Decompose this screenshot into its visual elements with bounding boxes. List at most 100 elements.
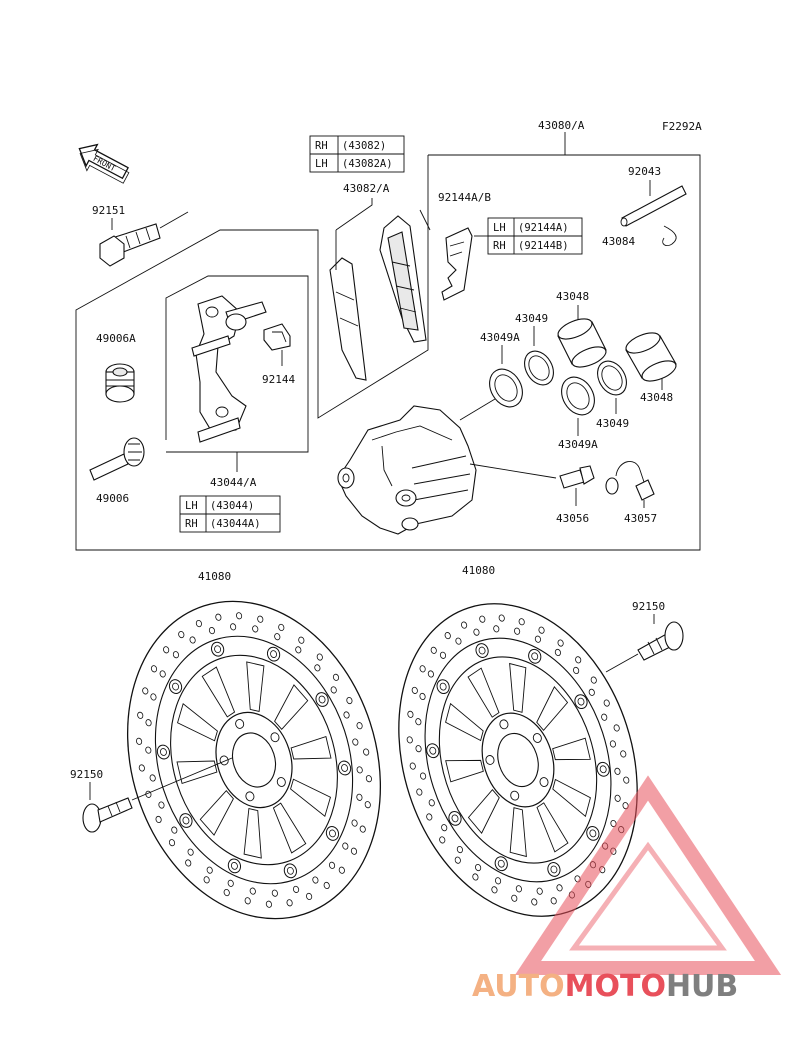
disc-drill-hole xyxy=(244,897,251,905)
disc-drill-hole xyxy=(411,686,418,694)
disc-drill-hole xyxy=(419,665,426,673)
disc-drill-hole xyxy=(603,699,610,707)
watermark-auto: AUTO xyxy=(472,969,565,1004)
disc-drill-hole xyxy=(298,636,305,644)
disc-drill-hole xyxy=(257,615,264,623)
pad-side-table: RH (43082) LH (43082A) xyxy=(309,135,405,173)
pad-table-side-2: LH xyxy=(315,158,328,170)
disc-drill-hole xyxy=(172,651,180,659)
label-49006: 49006 xyxy=(96,492,129,505)
guide-pin xyxy=(89,437,145,481)
disc-drill-hole xyxy=(575,656,582,664)
disc-bolt-hole xyxy=(270,732,280,743)
pad-table-side-1: RH xyxy=(315,140,328,152)
disc-drill-hole xyxy=(554,648,561,657)
disc-rotor-inner-edge xyxy=(424,637,612,883)
disc-bolt-hole xyxy=(510,790,520,801)
disc-drill-hole xyxy=(312,876,319,884)
disc-bolt-hole xyxy=(219,755,229,766)
label-43049-right: 43049 xyxy=(596,417,629,430)
disc-drill-hole xyxy=(316,653,323,661)
label-92144ab: 92144A/B xyxy=(438,191,491,204)
disc-drill-hole xyxy=(138,764,145,772)
disc-drill-hole xyxy=(550,897,557,905)
disc-drill-hole xyxy=(171,826,178,834)
disc-drill-hole xyxy=(409,762,416,770)
disc-drill-hole xyxy=(498,614,505,622)
disc-drill-hole xyxy=(493,625,500,633)
label-43044: 43044/A xyxy=(210,476,257,489)
disc-drill-hole xyxy=(149,774,156,782)
disc-drill-hole xyxy=(473,628,480,636)
disc-drill-hole xyxy=(332,673,340,681)
disc-drill-hole xyxy=(461,621,468,629)
label-43048-right: 43048 xyxy=(640,391,673,404)
disc-drill-hole xyxy=(365,775,372,783)
disc-drill-hole xyxy=(455,637,462,645)
label-43082: 43082/A xyxy=(343,182,390,195)
disc-drill-hole xyxy=(415,718,422,726)
disc-drill-hole xyxy=(150,665,158,673)
disc-drill-hole xyxy=(444,632,451,640)
brake-disc-left xyxy=(126,600,382,920)
disc-bolt-hole xyxy=(276,777,286,787)
disc-drill-hole xyxy=(274,633,281,641)
label-43084: 43084 xyxy=(602,235,635,248)
disc-drill-hole xyxy=(439,836,446,844)
disc-drill-hole xyxy=(419,692,426,701)
disc-drill-hole xyxy=(343,711,350,719)
disc-drill-hole xyxy=(428,799,435,807)
disc-drill-hole xyxy=(416,788,423,796)
pin-clip xyxy=(662,225,677,247)
spring-table-part-1: (92144A) xyxy=(518,222,569,234)
dust-seal-right xyxy=(561,376,595,416)
watermark-text: AUTOMOTOHUB xyxy=(472,969,738,1004)
disc-drill-hole xyxy=(306,892,313,900)
disc-drill-hole xyxy=(590,676,597,684)
disc-drill-hole xyxy=(271,889,278,897)
disc-drill-hole xyxy=(356,766,363,774)
disc-drill-hole xyxy=(137,711,144,719)
holder-table-part-2: (43044A) xyxy=(210,518,261,530)
disc-drill-hole xyxy=(252,625,259,633)
watermark-logo: AUTOMOTOHUB xyxy=(472,775,782,1004)
disc-drill-hole xyxy=(236,612,243,620)
piston-seal-right xyxy=(597,360,627,396)
disc-drill-hole xyxy=(203,876,210,884)
disc-drill-hole xyxy=(342,842,349,850)
disc-drill-hole xyxy=(136,737,143,745)
holder-table-side-2: RH xyxy=(185,518,198,530)
pad-table-part-2: (43082A) xyxy=(342,158,393,170)
disc-drill-hole xyxy=(265,900,272,908)
disc-drill-hole xyxy=(479,615,486,623)
disc-drill-hole xyxy=(454,856,461,864)
disc-drill-hole xyxy=(338,866,345,874)
disc-drill-hole xyxy=(208,627,216,635)
caliper-holder-bracket xyxy=(191,295,267,443)
disc-drill-hole xyxy=(588,688,595,696)
disc-drill-hole xyxy=(178,630,185,639)
pad-spring xyxy=(441,227,473,301)
label-43049a-right: 43049A xyxy=(558,438,598,451)
dust-seal-left xyxy=(489,368,523,408)
watermark-hub: HUB xyxy=(666,969,738,1004)
disc-drill-hole xyxy=(538,626,545,634)
disc-drill-hole xyxy=(145,746,152,754)
disc-drill-hole xyxy=(613,724,620,732)
disc-drill-hole xyxy=(328,861,336,869)
disc-drill-hole xyxy=(356,722,363,730)
disc-drill-hole xyxy=(620,750,627,758)
disc-drill-hole xyxy=(150,693,157,701)
disc-drill-hole xyxy=(346,696,353,705)
label-92150-left: 92150 xyxy=(70,768,103,781)
disc-drill-hole xyxy=(364,801,371,809)
label-43049-top: 43049 xyxy=(515,312,548,325)
label-41080-right: 41080 xyxy=(462,564,495,577)
disc-drill-hole xyxy=(363,748,370,756)
holder-table-part-1: (43044) xyxy=(210,500,254,512)
disc-drill-hole xyxy=(227,879,234,887)
pad-table-part-1: (43082) xyxy=(342,140,386,152)
disc-drill-hole xyxy=(330,686,337,694)
disc-drill-hole xyxy=(518,618,525,626)
